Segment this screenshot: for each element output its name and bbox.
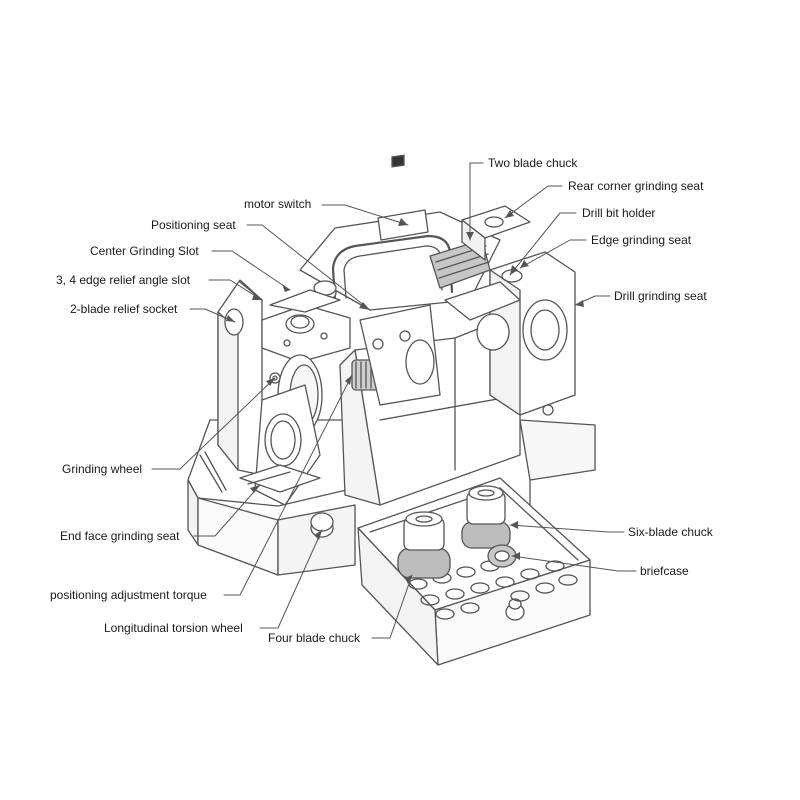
label-edge-relief-angle-slot: 3, 4 edge relief angle slot xyxy=(56,273,191,287)
torsion-wheel-knob xyxy=(310,512,334,538)
end-face-seat-shape xyxy=(239,384,321,506)
label-six-blade-chuck: Six-blade chuck xyxy=(628,525,713,539)
chuck-socket-holes xyxy=(408,560,578,620)
label-center-grinding-slot: Center Grinding Slot xyxy=(90,244,199,258)
label-drill-bit-holder: Drill bit holder xyxy=(582,206,656,220)
center-grinding-block xyxy=(261,289,351,363)
label-longitudinal-torsion-wheel: Longitudinal torsion wheel xyxy=(104,621,243,635)
label-two-blade-chuck: Two blade chuck xyxy=(488,156,578,170)
label-motor-switch: motor switch xyxy=(244,197,312,211)
motor-switch xyxy=(377,154,429,241)
label-edge-grinding-seat: Edge grinding seat xyxy=(591,233,692,247)
right-block xyxy=(444,251,576,416)
label-end-face-grinding-seat: End face grinding seat xyxy=(60,529,180,543)
label-drill-grinding-seat: Drill grinding seat xyxy=(614,289,707,303)
six-blade-chuck-shape xyxy=(461,485,511,549)
rear-corner-seat-shape xyxy=(461,205,531,261)
left-column xyxy=(217,279,263,476)
label-positioning-seat: Positioning seat xyxy=(151,218,236,232)
drill-holder-block xyxy=(359,304,441,406)
label-four-blade-chuck: Four blade chuck xyxy=(268,631,361,645)
label-positioning-adjustment-torque: positioning adjustment torque xyxy=(50,588,207,602)
arrow-heads xyxy=(226,210,584,584)
label-two-blade-relief-socket: 2-blade relief socket xyxy=(70,302,178,316)
briefcase-collet-shape xyxy=(487,544,517,568)
leader-lines xyxy=(151,162,637,639)
label-briefcase: briefcase xyxy=(640,564,689,578)
four-blade-chuck-shape xyxy=(397,511,451,579)
label-grinding-wheel: Grinding wheel xyxy=(62,462,143,476)
label-rear-corner-grinding-seat: Rear corner grinding seat xyxy=(568,179,704,193)
